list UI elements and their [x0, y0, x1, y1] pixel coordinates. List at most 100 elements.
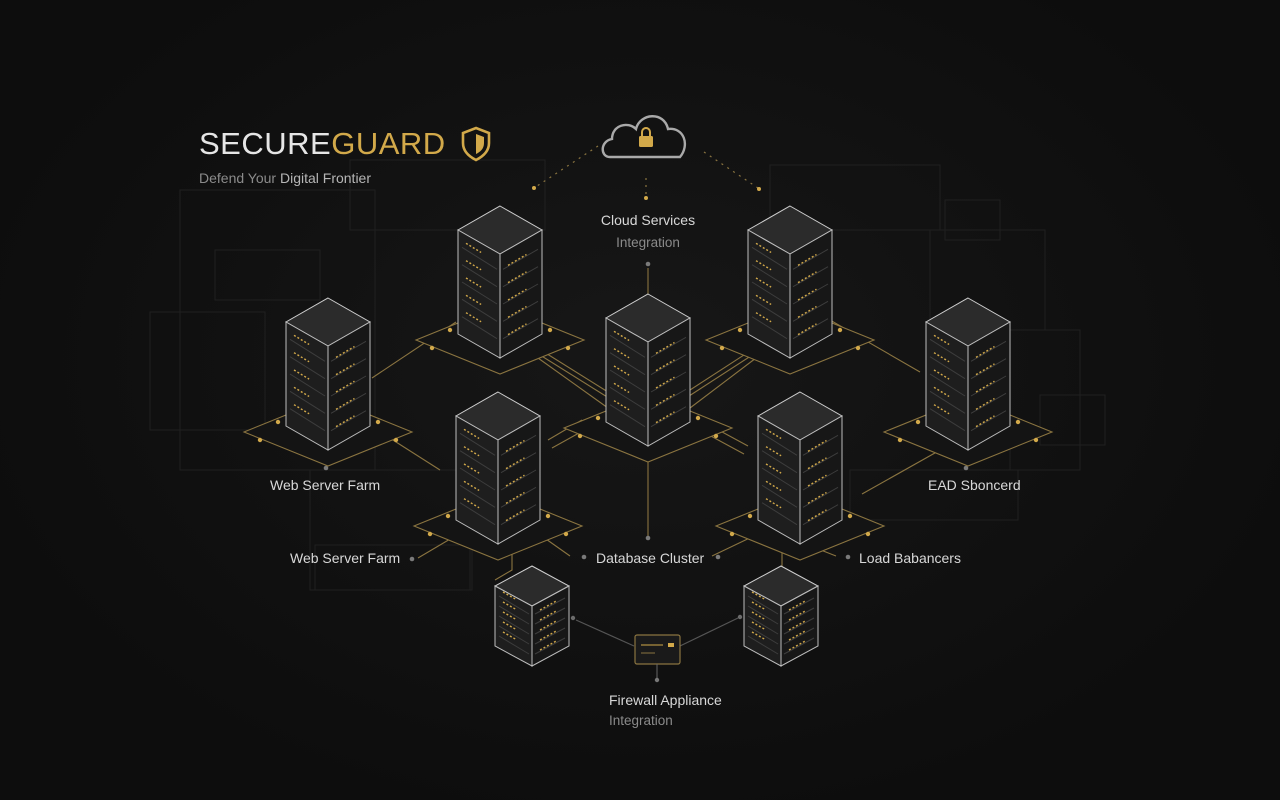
brand-name: SECUREGUARD: [199, 124, 446, 164]
tagline-lead: Defend Your: [199, 170, 280, 186]
rack-divider: [792, 318, 829, 340]
rack-led: [335, 380, 355, 393]
tagline-strong: Digital Frontier: [279, 170, 371, 186]
rack-divider: [747, 615, 779, 635]
rack-divider: [459, 502, 496, 526]
platform-led: [737, 327, 743, 333]
rack-divider: [330, 410, 367, 432]
load-balancers-label: Load Babancers: [859, 550, 961, 566]
rack-led: [755, 277, 772, 288]
platform-led: [565, 345, 571, 351]
rack-led: [765, 463, 782, 474]
rack-led: [755, 312, 772, 323]
firewall-device-icon: [570, 614, 743, 683]
rack-divider: [929, 338, 966, 362]
rack-led: [765, 498, 782, 509]
rack-led: [505, 509, 525, 522]
rack-led: [465, 242, 482, 254]
brand-name-secure: SECURE: [199, 126, 332, 161]
rack-led: [502, 621, 517, 631]
rack-divider: [461, 298, 498, 322]
rack-divider: [330, 392, 367, 414]
rack-led: [463, 428, 480, 440]
rack-led: [539, 610, 557, 621]
rack-led: [751, 611, 766, 621]
node-dot: [845, 554, 851, 560]
rack-divider: [761, 502, 798, 526]
rack-divider: [500, 504, 537, 526]
rack-divider: [650, 371, 687, 393]
rack-divider: [459, 450, 496, 474]
rack-divider: [534, 637, 566, 655]
platform-led: [427, 531, 433, 537]
rack-led: [293, 352, 310, 363]
rack-divider: [498, 625, 530, 645]
rack-divider: [929, 373, 966, 397]
rack-led: [293, 369, 310, 380]
rack-divider: [802, 504, 839, 526]
rack-divider: [802, 434, 839, 456]
rack-divider: [289, 390, 326, 414]
rack-led: [335, 345, 355, 358]
rack-led: [335, 397, 355, 410]
rack-divider: [461, 264, 498, 288]
network-link: [689, 357, 757, 409]
node-dot: [645, 535, 651, 541]
rack-led: [655, 411, 675, 424]
rack-led: [975, 415, 995, 428]
rack-led: [751, 591, 766, 601]
platform-led: [1015, 419, 1021, 425]
server-left: [242, 297, 414, 467]
rack-led: [613, 400, 630, 411]
background-frames: [149, 159, 1106, 591]
rack-divider: [751, 246, 788, 270]
network-link: [537, 357, 609, 409]
rack-led: [465, 312, 482, 323]
rack-divider: [498, 605, 530, 625]
background-frame: [769, 164, 941, 231]
firewall-appliance-label: Firewall Appliance: [609, 692, 722, 708]
rack-divider: [498, 595, 530, 615]
platform-led: [447, 327, 453, 333]
rack-divider: [802, 469, 839, 491]
rack-led: [502, 611, 517, 621]
database-cluster-label: Database Cluster: [596, 550, 705, 566]
rack-led: [463, 446, 480, 457]
rack-led: [463, 480, 480, 492]
rack-led: [797, 305, 817, 318]
rack-led: [788, 600, 806, 611]
cloud-lock-icon: [601, 115, 687, 159]
rack-divider: [330, 358, 367, 380]
rack-divider: [929, 408, 966, 432]
rack-divider: [459, 467, 496, 491]
rack-divider: [289, 356, 326, 380]
server-right: [882, 297, 1054, 467]
rack-divider: [650, 388, 687, 410]
rack-led: [539, 630, 557, 641]
server-bottom-left: [493, 565, 571, 667]
rack-led: [293, 386, 310, 398]
rack-divider: [929, 356, 966, 380]
platform-led: [1033, 437, 1039, 443]
firewall-appliance-subtitle: Integration: [609, 713, 673, 728]
platform-led: [547, 327, 553, 333]
rack-divider: [783, 627, 815, 645]
rack-led: [463, 463, 480, 474]
rack-led: [933, 369, 950, 380]
web-server-farm-label-lower: Web Server Farm: [290, 550, 401, 566]
rack-divider: [498, 635, 530, 655]
cloud-services-label: Cloud Services: [600, 212, 696, 228]
rack-divider: [761, 432, 798, 456]
rack-led: [465, 277, 482, 288]
rack-divider: [502, 318, 539, 340]
rack-divider: [500, 486, 537, 508]
platform-led: [393, 437, 399, 443]
background-frame: [349, 159, 546, 231]
rack-divider: [461, 281, 498, 305]
network-link: [531, 349, 613, 401]
rack-led: [807, 439, 827, 452]
rack-led: [751, 621, 766, 631]
rack-divider: [747, 595, 779, 615]
rack-divider: [783, 617, 815, 635]
node-dot: [715, 554, 721, 560]
